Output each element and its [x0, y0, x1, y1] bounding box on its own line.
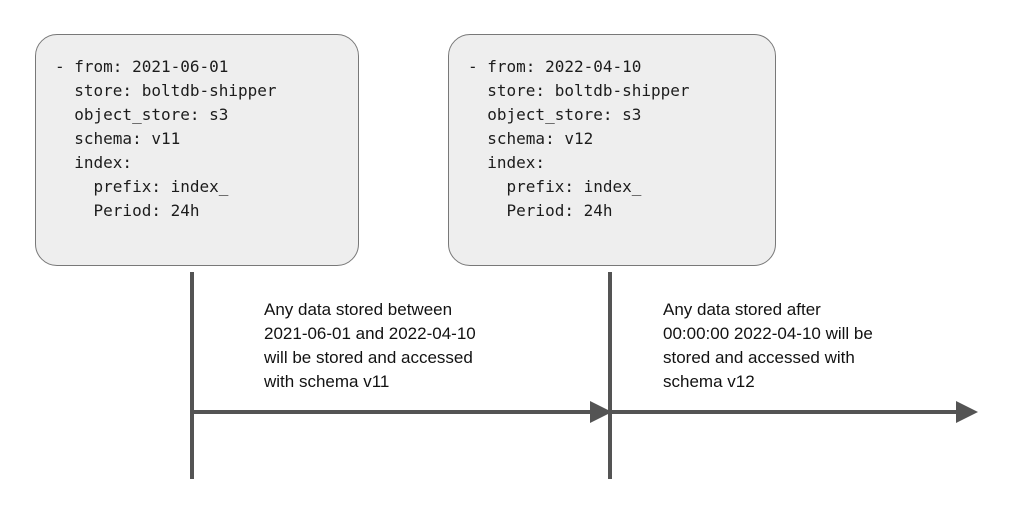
schema-v11-config-text: - from: 2021-06-01 store: boltdb-shipper…: [55, 57, 277, 220]
timeline-segment-v11: [190, 410, 590, 414]
arrow-head-icon-end: [956, 401, 978, 423]
arrow-head-icon-mid: [590, 401, 612, 423]
timeline-tick-2021-06-01: [190, 272, 194, 479]
timeline-tick-2022-04-10: [608, 272, 612, 479]
schema-v12-config-text: - from: 2022-04-10 store: boltdb-shipper…: [468, 57, 690, 220]
timeline-segment-v12: [608, 410, 956, 414]
annotation-v11-text: Any data stored between 2021-06-01 and 2…: [264, 300, 476, 391]
schema-v11-config-box: - from: 2021-06-01 store: boltdb-shipper…: [35, 34, 359, 266]
annotation-v12-text: Any data stored after 00:00:00 2022-04-1…: [663, 300, 873, 391]
schema-v12-config-box: - from: 2022-04-10 store: boltdb-shipper…: [448, 34, 776, 266]
